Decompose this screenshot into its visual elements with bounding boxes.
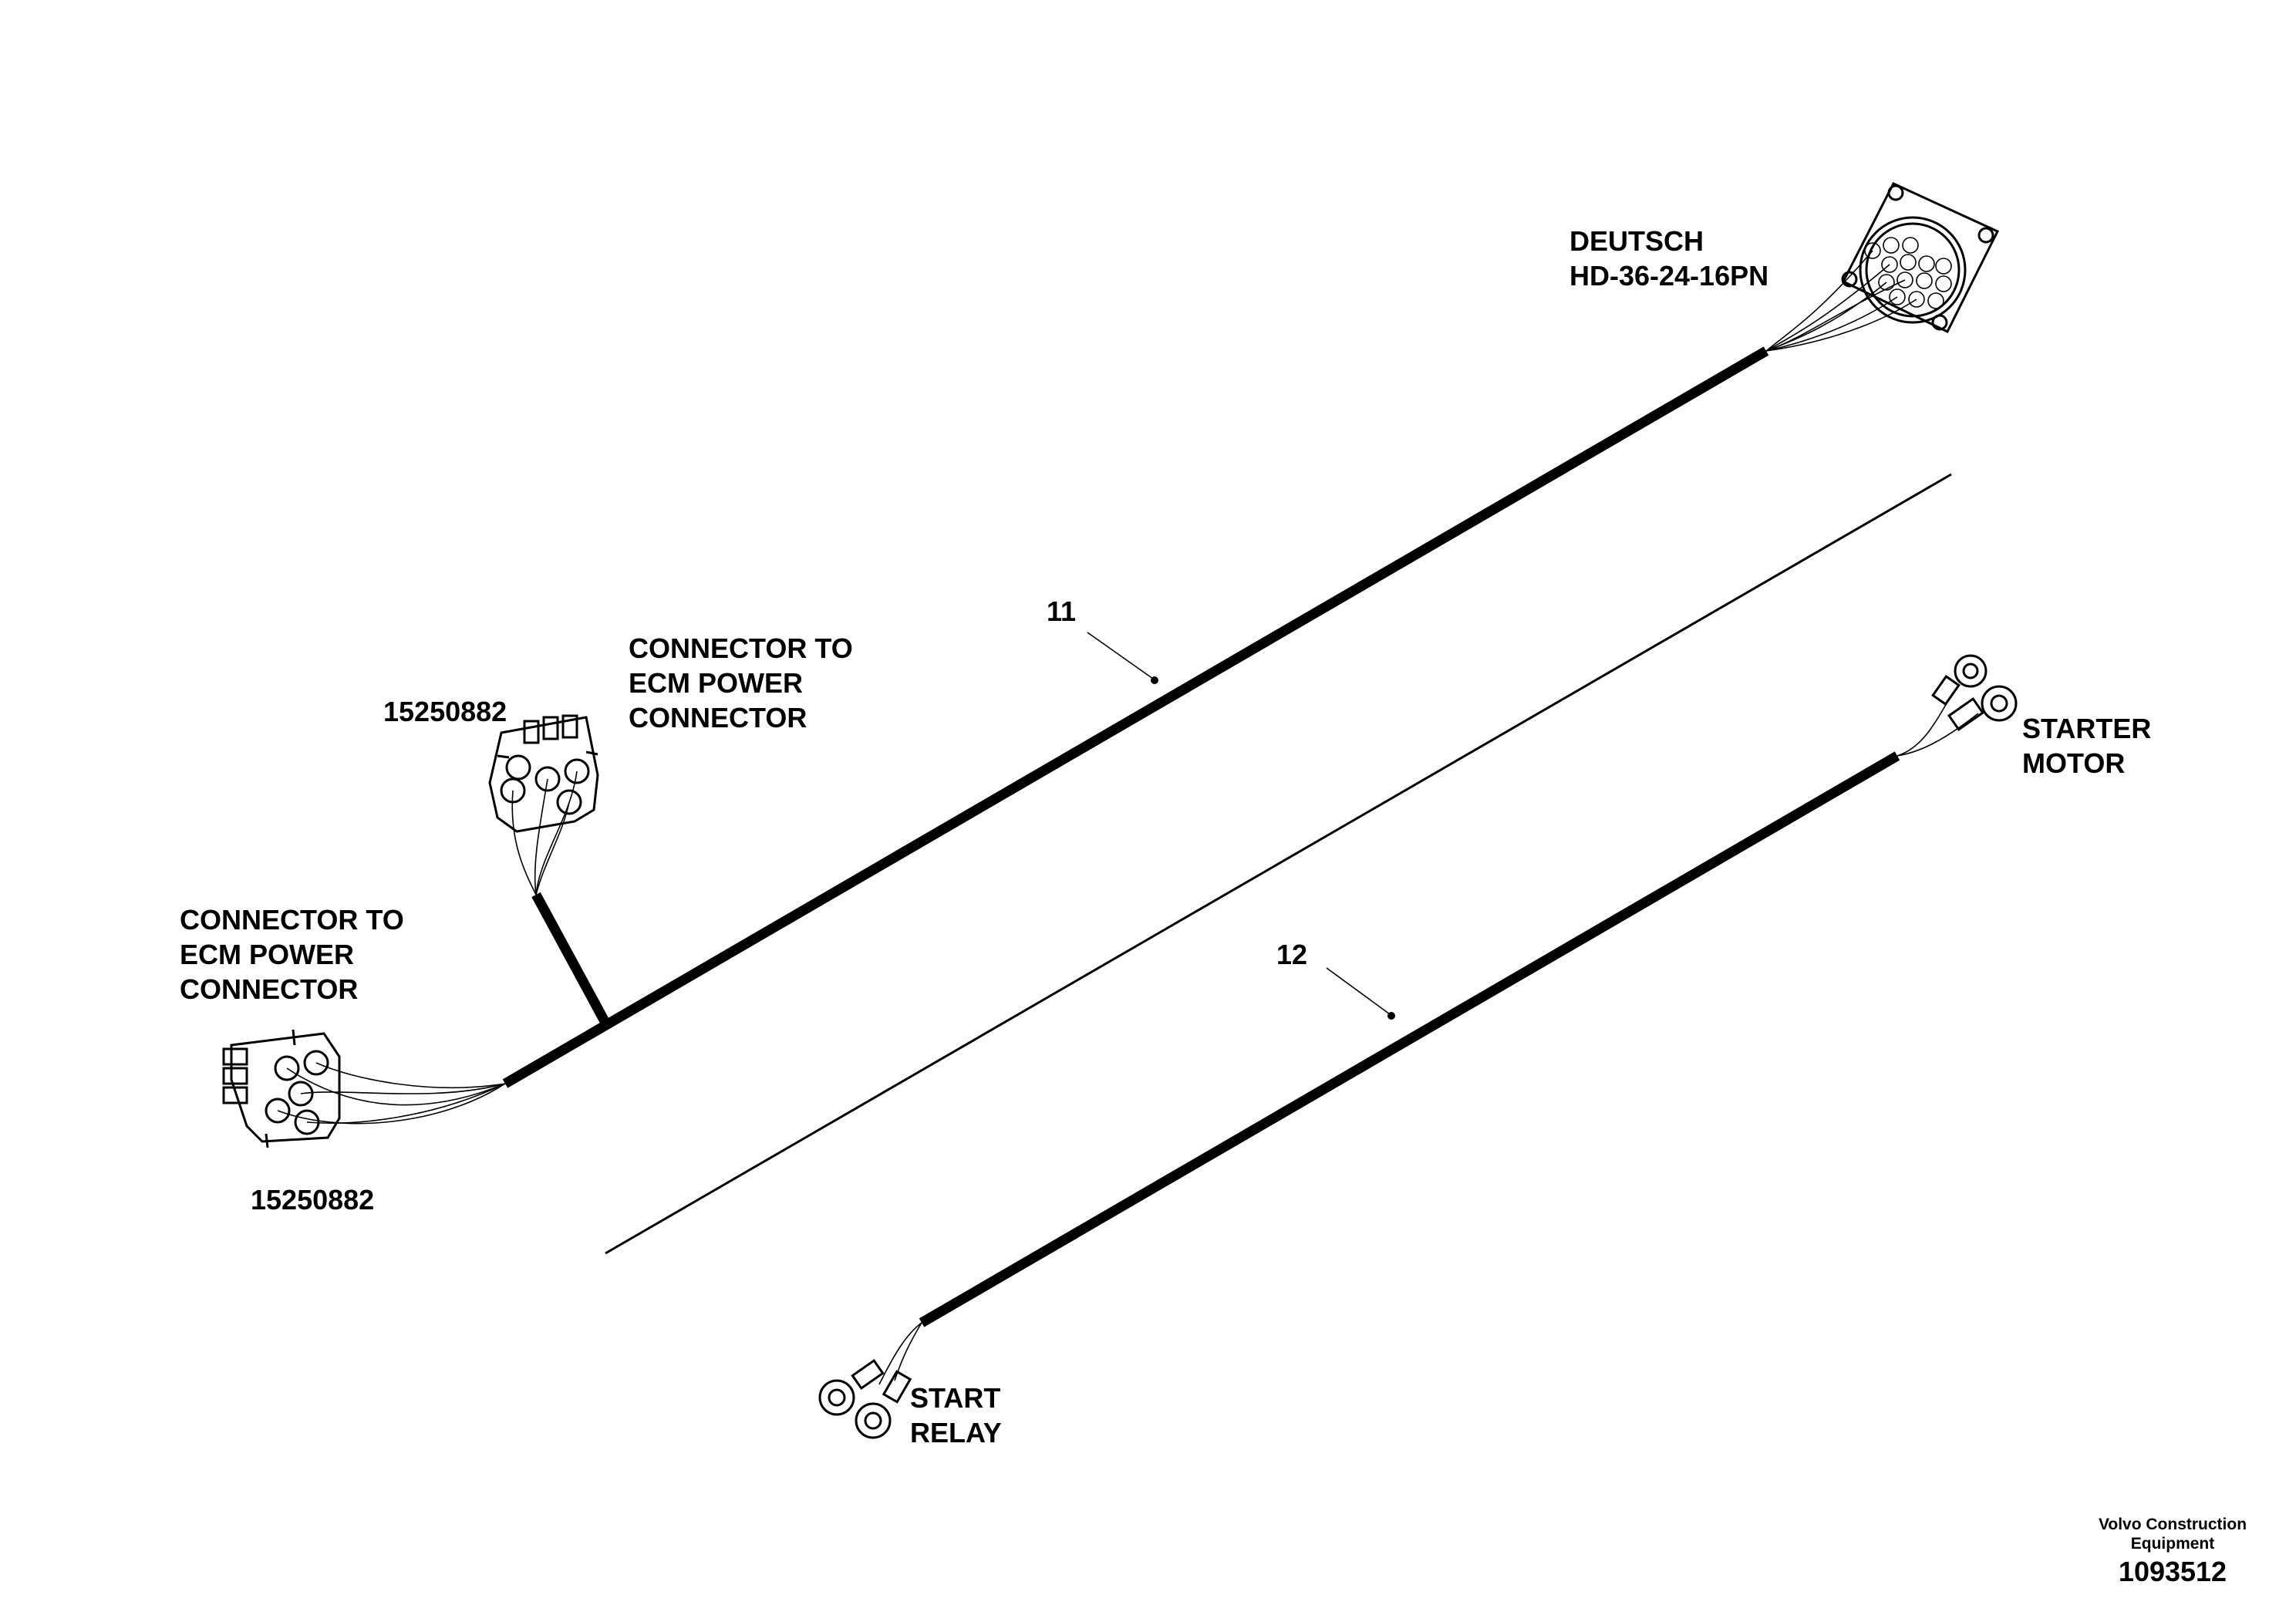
ecm-connector-left <box>222 1029 506 1148</box>
item-12-label: 12 <box>1276 939 1307 970</box>
start-relay-label-1: START <box>910 1382 1000 1414</box>
ecm-left-part-number: 15250882 <box>251 1184 374 1216</box>
separator-line <box>605 473 1952 1255</box>
harness-12-cable <box>919 751 1900 1327</box>
ecm-upper-label-2: ECM POWER <box>629 667 803 699</box>
ecm-left-label-1: CONNECTOR TO <box>180 904 404 936</box>
starter-motor-label-2: MOTOR <box>2022 747 2125 779</box>
deutsch-connector <box>1765 182 2000 352</box>
starter-motor-terminals <box>1896 654 2018 757</box>
company-name-line1: Volvo Construction <box>2099 1516 2247 1533</box>
harness-11-main-cable <box>502 346 1769 1088</box>
harness-11-branch-cable <box>531 892 610 1026</box>
item-12-dot <box>1387 1012 1395 1020</box>
ecm-left-label-3: CONNECTOR <box>180 973 358 1005</box>
ecm-connector-upper <box>488 714 599 895</box>
deutsch-label-2: HD-36-24-16PN <box>1569 260 1768 292</box>
starter-motor-label-1: STARTER <box>2022 713 2151 744</box>
ecm-upper-label-3: CONNECTOR <box>629 702 807 733</box>
start-relay-terminals <box>818 1322 922 1439</box>
item-11-label: 11 <box>1047 595 1076 627</box>
item-12-leader <box>1326 967 1391 1015</box>
item-11-leader <box>1087 632 1154 679</box>
ecm-upper-part-number: 15250882 <box>383 696 507 727</box>
ecm-left-label-2: ECM POWER <box>180 939 354 970</box>
deutsch-label-1: DEUTSCH <box>1569 225 1704 257</box>
ecm-upper-label-1: CONNECTOR TO <box>629 632 853 664</box>
start-relay-label-2: RELAY <box>910 1417 1002 1448</box>
item-11-dot <box>1151 676 1158 684</box>
document-number: 1093512 <box>2119 1556 2227 1587</box>
company-name-line2: Equipment <box>2131 1535 2215 1553</box>
